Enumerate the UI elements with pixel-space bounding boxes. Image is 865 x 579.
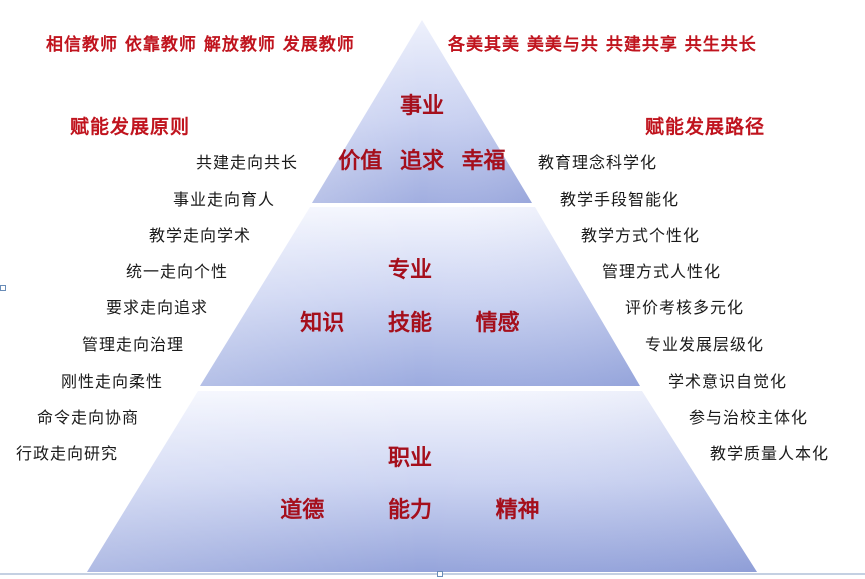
path-item: 教学方式个性化 (581, 226, 701, 245)
tier-top-value: 价值 (338, 149, 383, 174)
tier-bottom-title: 职业 (387, 446, 432, 471)
principle-item: 教学走向学术 (148, 226, 251, 245)
path-item: 评价考核多元化 (625, 298, 745, 317)
tier-top-values: 价值 追求 幸福 (312, 143, 532, 175)
tier-top-value: 幸福 (461, 149, 506, 174)
tier-bottom-value: 道德 (280, 498, 325, 523)
path-item: 管理方式人性化 (602, 262, 722, 281)
principle-item: 命令走向协商 (36, 408, 139, 427)
tier-bottom-value: 精神 (495, 498, 540, 523)
tier-bottom-value: 能力 (387, 498, 432, 523)
tier-bottom-values: 道德 能力 精神 (240, 492, 580, 524)
principle-item: 管理走向治理 (81, 335, 184, 354)
principle-item: 共建走向共长 (195, 153, 298, 172)
path-item: 教学手段智能化 (560, 190, 680, 209)
path-item: 教育理念科学化 (538, 153, 658, 172)
tier-middle-value: 知识 (300, 311, 345, 336)
principle-item: 刚性走向柔性 (60, 372, 163, 391)
path-item: 专业发展层级化 (645, 335, 765, 354)
principle-item: 行政走向研究 (15, 444, 118, 463)
slogan-left: 相信教师 依靠教师 解放教师 发展教师 (46, 35, 355, 55)
principle-item: 统一走向个性 (125, 262, 228, 281)
tier-middle-value: 技能 (387, 311, 432, 336)
path-item: 参与治校主体化 (689, 408, 809, 427)
resize-handle-left[interactable] (0, 285, 6, 291)
path-item: 教学质量人本化 (710, 444, 830, 463)
slogan-right: 各美其美 美美与共 共建共享 共生共长 (448, 35, 757, 55)
principle-item: 要求走向追求 (105, 298, 208, 317)
principle-item: 事业走向育人 (172, 190, 275, 209)
tier-top-title: 事业 (399, 94, 444, 119)
path-item: 学术意识自觉化 (668, 372, 788, 391)
tier-top-value: 追求 (399, 149, 444, 174)
resize-handle-bottom[interactable] (437, 571, 443, 577)
tier-middle-title: 专业 (387, 258, 432, 283)
paths-title: 赋能发展路径 (645, 116, 766, 138)
tier-middle-value: 情感 (475, 311, 520, 336)
principles-title: 赋能发展原则 (70, 116, 191, 138)
tier-middle-values: 知识 技能 情感 (260, 305, 560, 337)
